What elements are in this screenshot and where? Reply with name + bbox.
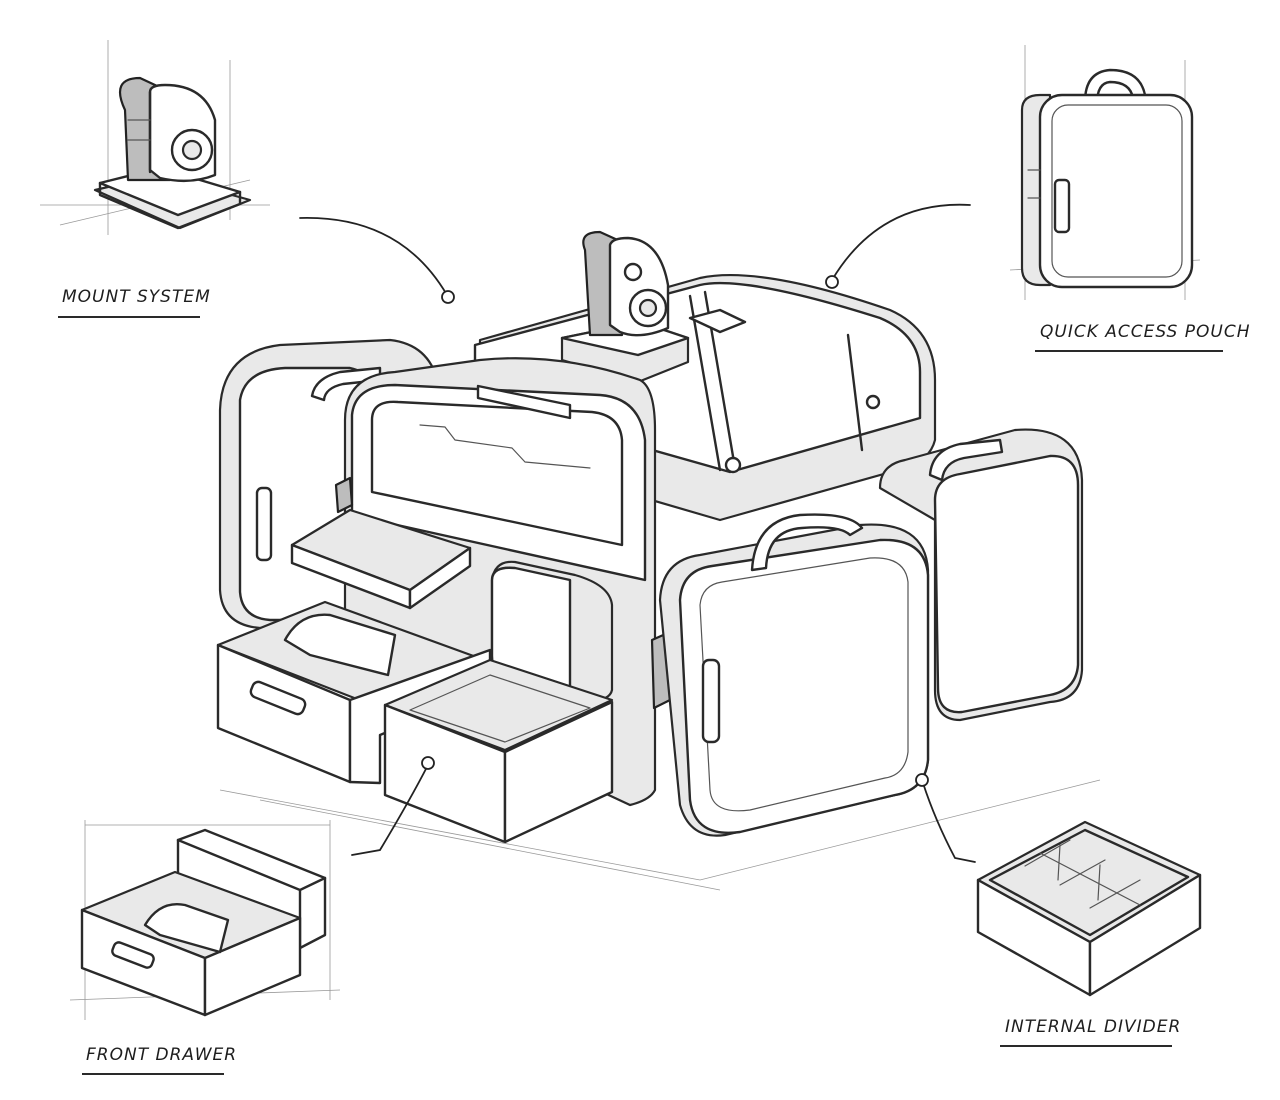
internal-divider-dot	[915, 773, 929, 787]
quick-access-pouch-leader	[831, 203, 971, 281]
mount-system-dot	[441, 290, 455, 304]
mount-system-inset	[40, 40, 270, 235]
internal-divider-inset	[976, 820, 1202, 997]
mount-system-underline	[58, 316, 200, 318]
right-front-drawer	[383, 658, 614, 844]
quick-access-pouch-label: QUICK ACCESS POUCH	[1040, 322, 1251, 342]
mount-system-label: MOUNT SYSTEM	[62, 287, 211, 307]
mount-system-leader	[299, 217, 448, 296]
internal-divider-label: INTERNAL DIVIDER	[1005, 1017, 1182, 1037]
top-camera-mount	[560, 230, 747, 384]
internal-divider-leader	[922, 782, 976, 863]
front-drawer-leader	[351, 764, 429, 856]
front-drawer-label: FRONT DRAWER	[86, 1045, 238, 1065]
right-front-case	[658, 513, 930, 837]
quick-access-pouch-inset	[1009, 45, 1201, 300]
quick-access-pouch-dot	[825, 275, 839, 289]
front-drawer-inset	[69, 820, 341, 1020]
front-shelf-tray	[290, 508, 472, 610]
quick-access-pouch-underline	[1035, 350, 1223, 352]
front-drawer-dot	[421, 756, 435, 770]
front-drawer-underline	[82, 1073, 224, 1075]
right-rear-case	[878, 428, 1084, 722]
internal-divider-underline	[1000, 1045, 1172, 1047]
